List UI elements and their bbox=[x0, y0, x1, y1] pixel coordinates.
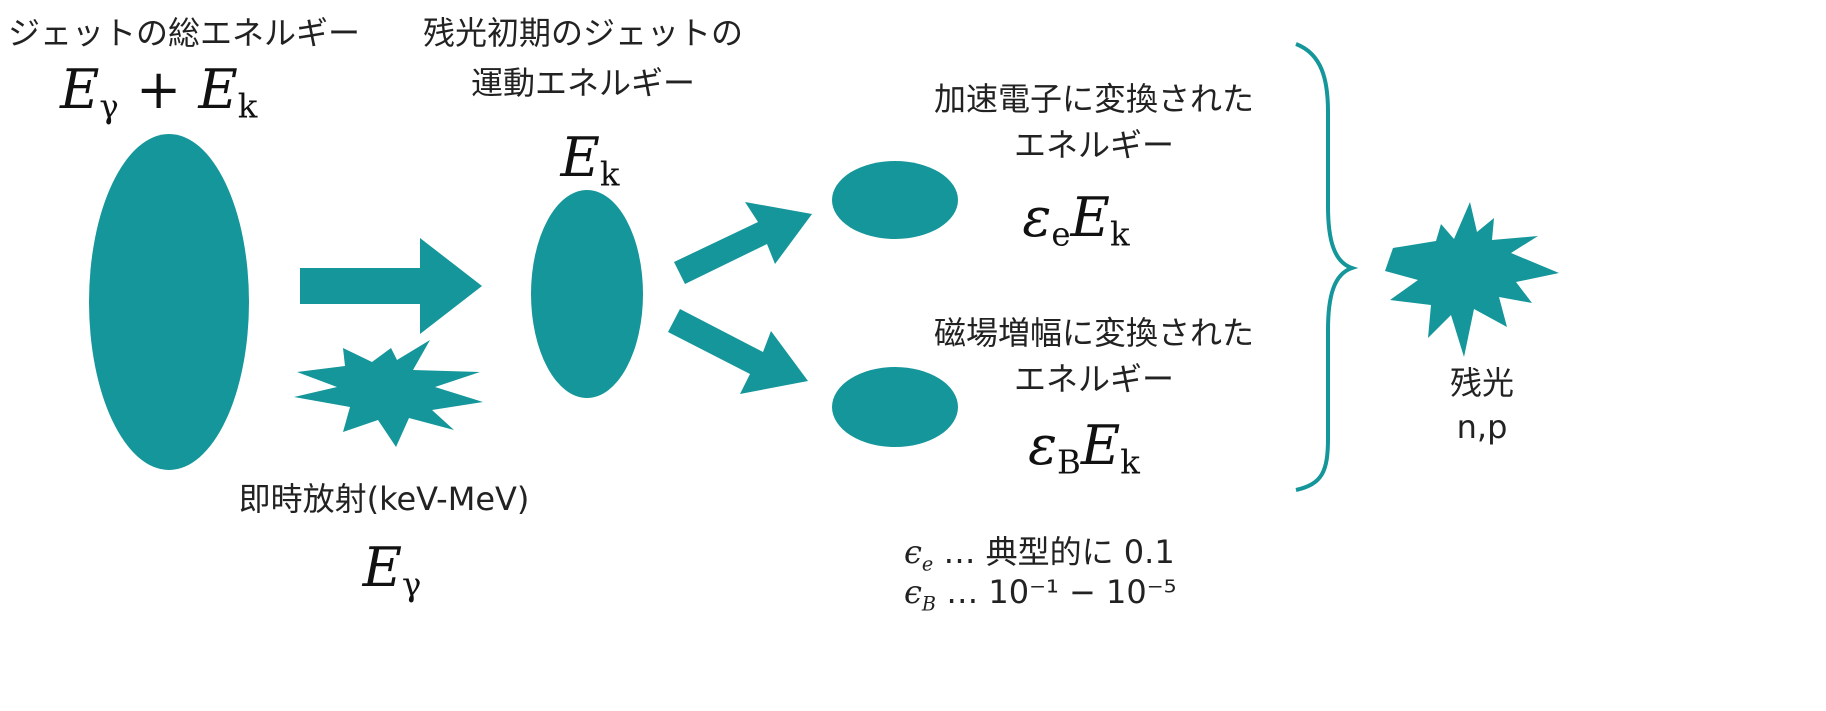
afterglow-kinetic-title-line1: 残光初期のジェットの bbox=[422, 14, 744, 52]
electron-energy-title-line1: 加速電子に変換された bbox=[933, 80, 1255, 118]
kinetic-energy-math: Ek bbox=[560, 126, 620, 194]
afterglow-label-line2: n,p bbox=[1456, 408, 1508, 446]
epsilon-b-note: ϵB … 10⁻¹ − 10⁻⁵ bbox=[904, 573, 1177, 616]
electron-energy-title-line2: エネルギー bbox=[1013, 126, 1175, 164]
prompt-emission-starburst-icon bbox=[294, 340, 483, 447]
electron-energy-math: εeEk bbox=[1022, 186, 1130, 254]
arrow-up-right-icon bbox=[674, 202, 812, 284]
total-energy-title: ジェットの総エネルギー bbox=[8, 14, 361, 52]
arrow-right-icon bbox=[300, 238, 482, 334]
arrow-down-right-icon bbox=[668, 309, 808, 394]
epsilon-b-note-text: … 10⁻¹ − 10⁻⁵ bbox=[946, 573, 1177, 611]
epsilon-e-note-text: … 典型的に 0.1 bbox=[943, 533, 1175, 571]
prompt-emission-math: Eγ bbox=[362, 536, 422, 604]
magnetic-energy-math: εBEk bbox=[1028, 414, 1140, 482]
total-energy-math: Eγ + Ek bbox=[60, 58, 258, 126]
afterglow-kinetic-title-line2: 運動エネルギー bbox=[470, 64, 696, 102]
prompt-emission-label: 即時放射(keV-MeV) bbox=[238, 480, 530, 518]
magnetic-energy-ellipse bbox=[832, 367, 958, 447]
magnetic-energy-title-line1: 磁場増幅に変換された bbox=[933, 314, 1255, 352]
epsilon-e-note: ϵe … 典型的に 0.1 bbox=[904, 533, 1175, 576]
afterglow-starburst-icon bbox=[1385, 202, 1559, 357]
electron-energy-ellipse bbox=[832, 161, 958, 239]
total-energy-ellipse bbox=[89, 134, 249, 470]
afterglow-label-line1: 残光 bbox=[1449, 364, 1515, 402]
curly-brace-icon bbox=[1295, 42, 1359, 492]
magnetic-energy-title-line2: エネルギー bbox=[1013, 360, 1175, 398]
kinetic-energy-ellipse bbox=[531, 190, 643, 398]
